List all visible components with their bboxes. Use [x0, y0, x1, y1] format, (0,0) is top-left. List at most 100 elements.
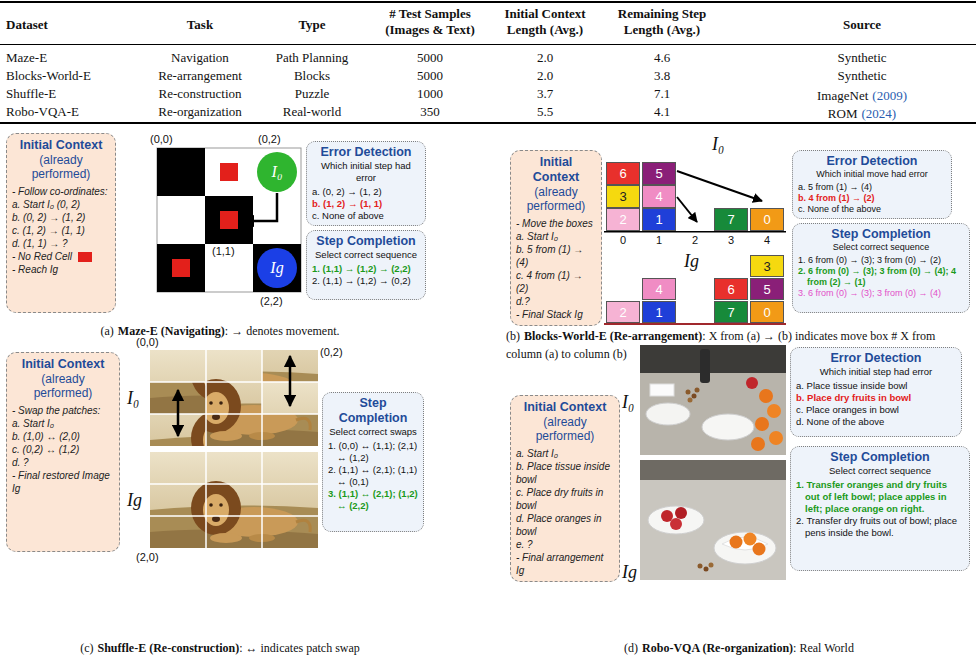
- context-box: Initial Context(already performed)- Foll…: [6, 133, 116, 313]
- table-rules-part: [0, 1, 976, 3]
- block-number: 7: [727, 305, 734, 320]
- question-text: Select correct sequence: [798, 242, 964, 253]
- image-label: I₀: [712, 134, 724, 154]
- box-heading: Initial Context: [516, 400, 614, 415]
- table-header: Type: [262, 17, 362, 33]
- question-box: Error DetectionWhich initial step had er…: [306, 141, 426, 226]
- context-step: c. (1, 2) → (1, 1): [12, 224, 110, 237]
- maze-grid-part: [172, 259, 190, 277]
- robot-photos-part: [714, 532, 776, 564]
- block-number: 2: [619, 305, 626, 320]
- robot-photos-part: [686, 390, 691, 395]
- coordinate-label: (0,2): [258, 133, 281, 146]
- caption-text: : → denotes movement.: [225, 324, 340, 338]
- context-step: - Final arrangement Ig: [516, 551, 614, 577]
- question-box: Error DetectionWhich initial move had er…: [792, 150, 952, 219]
- robot-photos-part: [702, 414, 754, 440]
- answer-option: 3. (1,1) ↔ (2,1); (1,2) ↔ (2,2): [328, 488, 418, 512]
- caption-text: : Real World: [793, 641, 854, 655]
- table-rules-part: [0, 44, 976, 45]
- table-cell: Blocks-World-E: [6, 68, 91, 84]
- block-number: 6: [619, 166, 626, 181]
- blocks-scene-part: [677, 171, 762, 201]
- block-number: 3: [763, 259, 770, 274]
- table-cell: 7.1: [632, 86, 692, 102]
- block-number: 5: [655, 166, 662, 181]
- citation: (2009): [872, 88, 907, 103]
- block-number: 0: [763, 305, 770, 320]
- caption-number: (d): [624, 641, 638, 655]
- answer-option: 1. Transfer oranges and dry fruits out o…: [796, 479, 964, 515]
- block-number: 4: [655, 282, 662, 297]
- block: 5: [642, 162, 676, 185]
- coordinate-label: (0,2): [320, 346, 343, 359]
- table-cell: Blocks: [257, 68, 367, 84]
- box-heading: Error Detection: [798, 154, 946, 169]
- block: 0: [750, 301, 784, 323]
- image-label: I₀: [622, 392, 634, 412]
- coordinate-label: (2,2): [260, 295, 283, 308]
- text-group: ImageNet(2009): [782, 86, 942, 104]
- citation: (2024): [861, 106, 896, 121]
- blocks-scene: [604, 171, 786, 325]
- box-subheading: (already performed): [516, 185, 596, 213]
- caption-number: (c): [80, 641, 93, 655]
- blocks-scene-part: [604, 323, 786, 325]
- block: 1: [642, 208, 676, 231]
- box-heading: Initial Context: [12, 357, 114, 372]
- context-step: e. ?: [516, 538, 614, 551]
- question-text: Select correct sequence: [796, 465, 964, 477]
- context-step: - Final restored Image Ig: [12, 469, 114, 495]
- maze-grid: [157, 148, 301, 292]
- robot-photos-part: [692, 394, 697, 399]
- block-number: 1: [655, 212, 662, 227]
- box-subheading: (already performed): [516, 415, 614, 443]
- answer-option: c. None of above: [312, 210, 420, 222]
- lion-puzzle: [150, 318, 318, 548]
- maze-grid-part: [243, 193, 277, 221]
- coordinate-label: (1,1): [212, 245, 235, 258]
- state-label: I₀: [272, 163, 283, 181]
- robot-photos-part: [700, 349, 710, 383]
- table-header: Task: [140, 17, 260, 33]
- box-heading: Initial Context: [516, 155, 596, 185]
- answer-option: b. Place dry fruits in bowl: [796, 392, 956, 404]
- context-step: a. Start I₀: [12, 417, 114, 430]
- maze-grid-part: [220, 163, 238, 181]
- block: 3: [606, 185, 640, 208]
- context-step: b. Place tissue inside bowl: [516, 460, 614, 486]
- context-step: - Follow co-ordinates:: [12, 185, 110, 198]
- context-step: d.?: [516, 295, 596, 308]
- context-step: a. Start I₀: [516, 230, 596, 243]
- context-step: b. 5 from (1) → (4): [516, 243, 596, 269]
- block: 7: [714, 301, 748, 323]
- box-heading: Error Detection: [312, 145, 420, 160]
- lion-puzzle-part-part: [150, 350, 318, 446]
- answer-option: 2. (1,1) ↔ (2,1); (1,1) ↔ (0,1): [328, 464, 418, 488]
- robot-photos-part: [759, 389, 773, 403]
- context-box: Initial Context(already performed) - Move…: [510, 150, 602, 326]
- question-box: Step CompletionSelect correct swaps1. (0…: [322, 392, 424, 532]
- table-cell: Re-arrangement: [135, 68, 265, 84]
- maze-grid-part: [220, 211, 238, 229]
- context-step: - Final Stack Ig: [516, 308, 596, 321]
- answer-option: b. (1, 2) → (1, 1): [312, 198, 420, 210]
- robot-photos-part: [675, 507, 687, 519]
- block: 7: [714, 208, 748, 231]
- table-cell: Synthetic: [802, 68, 922, 84]
- table-cell: Re-organization: [135, 104, 265, 120]
- table-cell: Real-world: [257, 104, 367, 120]
- question-box: Step CompletionSelect correct sequence1.…: [790, 446, 970, 571]
- robot-photos-part: [767, 404, 781, 418]
- text-group: (b)Blocks-World-E (Re-arrangement): X fr…: [506, 326, 972, 362]
- robot-photos-part: [640, 345, 786, 455]
- caption-title: Shuffle-E (Re-construction): [98, 641, 240, 655]
- column-number: 3: [721, 234, 741, 247]
- column-number: 4: [757, 234, 777, 247]
- box-heading: Step Completion: [312, 234, 420, 249]
- robot-photos-part: [646, 403, 690, 425]
- context-step: - Move the boxes: [516, 217, 596, 230]
- robot-photos-part: [688, 398, 693, 403]
- table-cell: Maze-E: [6, 50, 47, 66]
- block-number: 6: [727, 282, 734, 297]
